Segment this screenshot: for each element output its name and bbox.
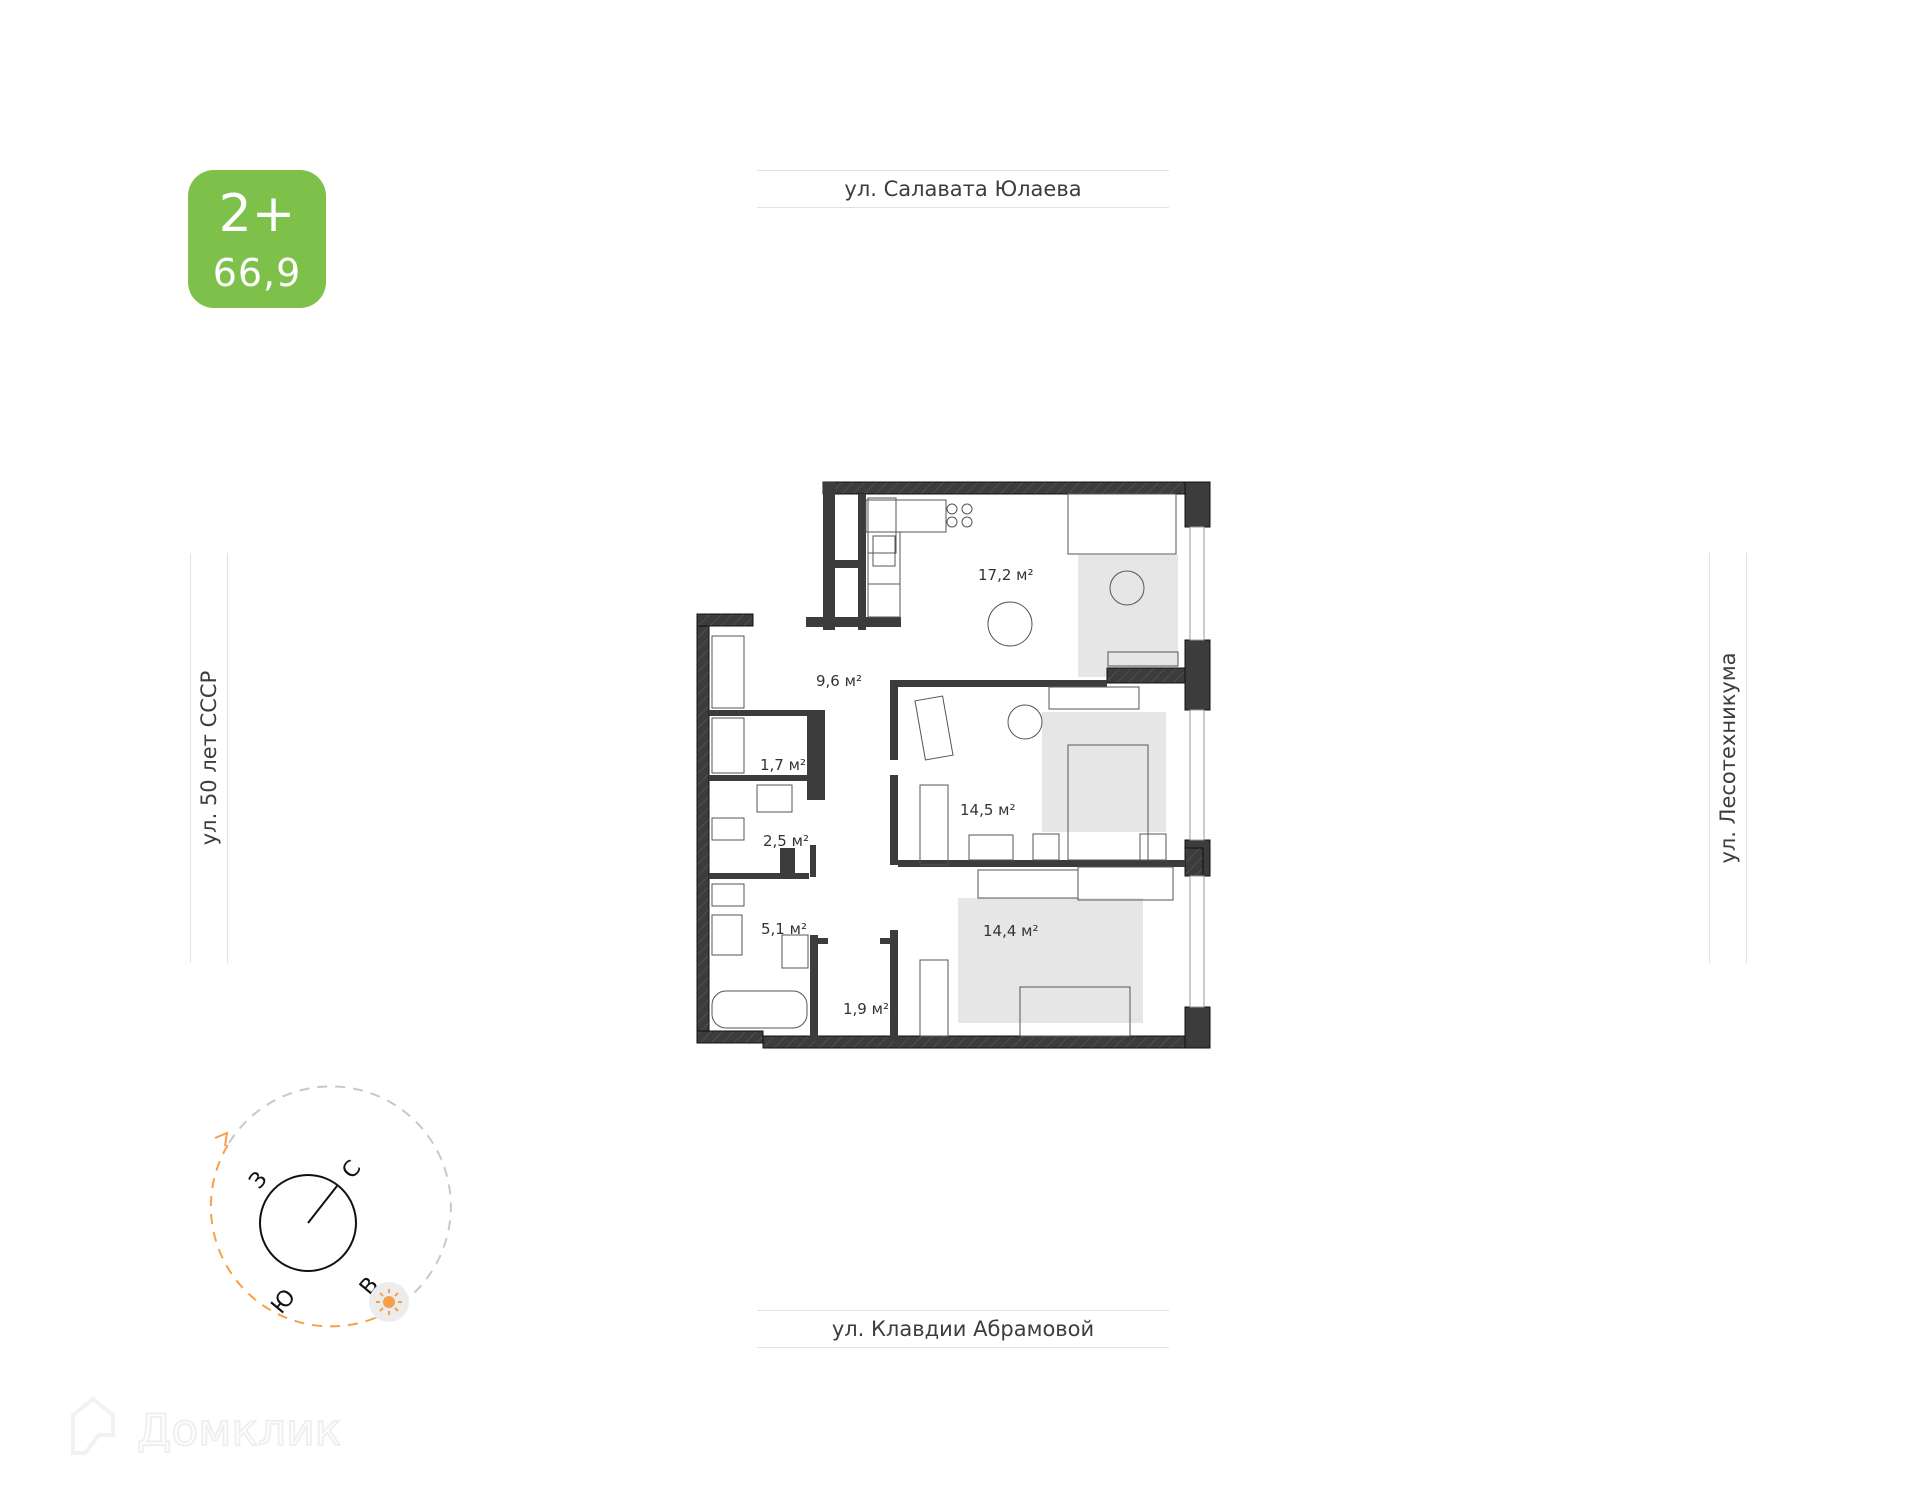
total-area: 66,9 bbox=[212, 251, 302, 295]
compass-west: З bbox=[245, 1167, 273, 1194]
area-storage: 1,9 м² bbox=[843, 1000, 889, 1018]
compass-north: С bbox=[337, 1156, 366, 1184]
street-west: ул. 50 лет СССР bbox=[190, 553, 228, 963]
domclick-watermark: Домклик bbox=[71, 1396, 342, 1457]
rugs bbox=[958, 555, 1178, 1023]
area-bedroom-2: 14,4 м² bbox=[983, 922, 1039, 940]
street-north: ул. Салавата Юлаева bbox=[757, 170, 1169, 208]
sun-icon bbox=[369, 1282, 409, 1322]
area-toilet: 2,5 м² bbox=[763, 832, 809, 850]
area-closet: 1,7 м² bbox=[760, 756, 806, 774]
area-hallway: 9,6 м² bbox=[816, 672, 862, 690]
street-east: ул. Лесотехникума bbox=[1709, 553, 1747, 963]
walls bbox=[696, 481, 1211, 1049]
room-labels: 17,2 м² 9,6 м² 1,7 м² 2,5 м² 5,1 м² 1,9 … bbox=[760, 566, 1039, 1018]
interior-walls bbox=[709, 482, 1185, 1041]
apartment-badge: 2+ 66,9 bbox=[188, 170, 326, 308]
compass: С В Ю З bbox=[209, 1085, 452, 1328]
compass-dial bbox=[259, 1174, 357, 1272]
room-count: 2+ bbox=[218, 184, 296, 244]
compass-south: Ю bbox=[267, 1285, 301, 1319]
windows bbox=[1189, 526, 1205, 1008]
area-bedroom-1: 14,5 м² bbox=[960, 801, 1016, 819]
area-kitchen: 17,2 м² bbox=[978, 566, 1034, 584]
street-south: ул. Клавдии Абрамовой bbox=[757, 1310, 1169, 1348]
area-bathroom: 5,1 м² bbox=[761, 920, 807, 938]
watermark-text: Домклик bbox=[137, 1405, 341, 1456]
compass-needle bbox=[307, 1185, 338, 1224]
furniture bbox=[711, 493, 1179, 1037]
